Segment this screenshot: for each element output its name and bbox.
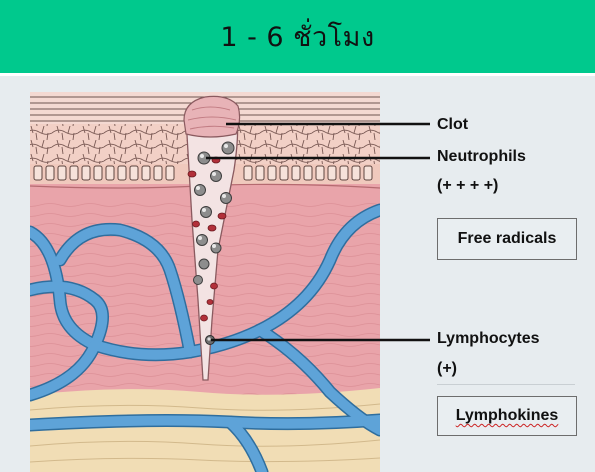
neutrophils-label: Neutrophils xyxy=(437,148,526,166)
free-radicals-box: Free radicals xyxy=(437,218,577,260)
lymphocytes-level: (+) xyxy=(437,360,457,378)
lymphokines-label: Lymphokines xyxy=(456,407,559,425)
free-radicals-label: Free radicals xyxy=(458,230,557,248)
header-bar: 1 - 6 ชั่วโมง xyxy=(0,0,595,73)
box-separator xyxy=(437,384,575,385)
lymphokines-box: Lymphokines xyxy=(437,396,577,436)
clot-label: Clot xyxy=(437,116,468,134)
page-title: 1 - 6 ชั่วโมง xyxy=(220,15,374,58)
lymphocytes-label: Lymphocytes xyxy=(437,330,540,348)
neutrophils-level: (+ + + +) xyxy=(437,177,498,195)
